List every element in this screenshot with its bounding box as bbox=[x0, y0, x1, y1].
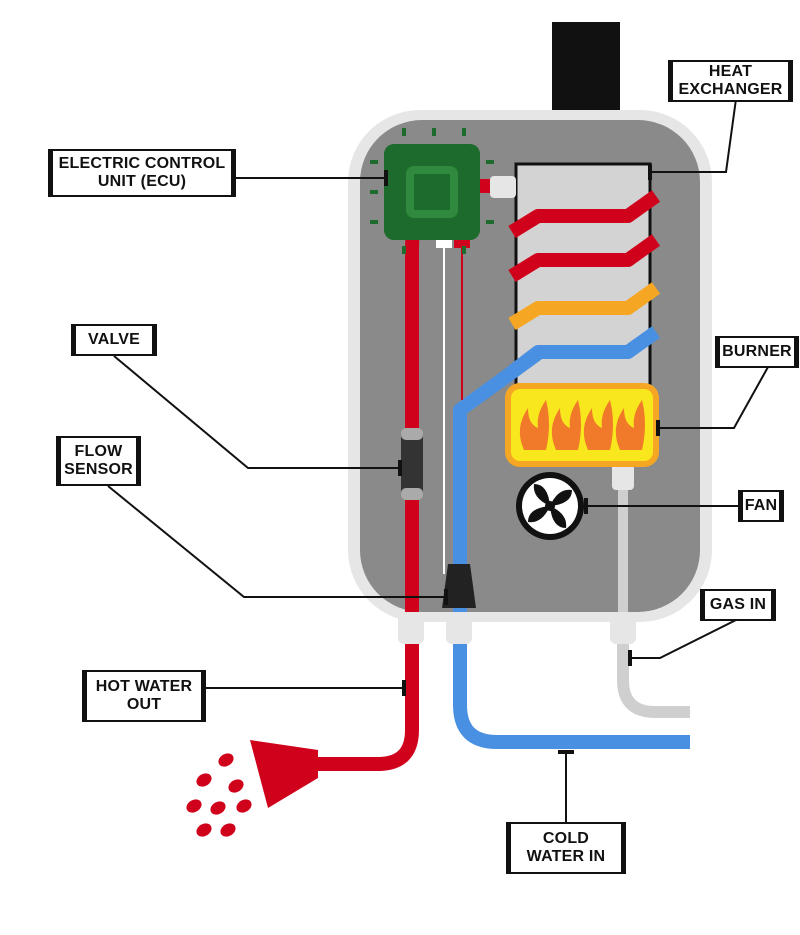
leader-heat-exchanger bbox=[650, 98, 737, 173]
hot-water-nozzle bbox=[250, 740, 318, 808]
label-heat-exchanger-line2: EXCHANGER bbox=[678, 81, 783, 98]
coil-warm bbox=[508, 282, 661, 330]
label-hot-water-out-line1: HOT WATER bbox=[95, 678, 193, 695]
valve-cap-bottom bbox=[401, 488, 423, 500]
fan-icon bbox=[516, 472, 584, 540]
label-gas-in-line1: GAS IN bbox=[709, 596, 767, 613]
cold-water-pipe-external bbox=[453, 644, 690, 749]
gas-fitting bbox=[612, 464, 634, 490]
coil-hot-1 bbox=[508, 190, 661, 238]
label-heat-exchanger: HEAT EXCHANGER bbox=[668, 60, 793, 102]
cold-water-pipe-internal bbox=[453, 346, 545, 612]
burner bbox=[505, 383, 659, 467]
label-valve-line1: VALVE bbox=[88, 331, 140, 348]
gas-inlet-fitting bbox=[610, 612, 636, 644]
valve bbox=[401, 428, 423, 500]
leader-burner bbox=[658, 366, 769, 429]
hot-water-pipe-external bbox=[298, 644, 419, 771]
label-cold-water-in: COLD WATER IN bbox=[506, 822, 626, 874]
leader-valve bbox=[113, 355, 400, 469]
label-burner-line1: BURNER bbox=[722, 343, 792, 360]
wire-connector-red bbox=[454, 240, 470, 248]
label-valve: VALVE bbox=[71, 324, 157, 356]
label-gas-in: GAS IN bbox=[700, 589, 776, 621]
label-burner: BURNER bbox=[715, 336, 799, 368]
label-cold-water-in-line1: COLD bbox=[542, 830, 590, 847]
valve-cap-top bbox=[401, 428, 423, 440]
label-flow-sensor-line1: FLOW bbox=[74, 443, 123, 460]
hot-outlet-fitting bbox=[398, 612, 424, 644]
label-flow-sensor-line2: SENSOR bbox=[64, 461, 133, 478]
label-ecu-line2: UNIT (ECU) bbox=[97, 173, 187, 190]
label-ecu-line1: ELECTRIC CONTROL bbox=[58, 155, 226, 172]
hot-pipe-fitting bbox=[490, 176, 516, 198]
leader-gas-in bbox=[630, 618, 739, 659]
hot-water-spray bbox=[186, 753, 252, 837]
gas-line-external bbox=[617, 644, 690, 718]
coil-hot-2 bbox=[508, 234, 661, 282]
label-hot-water-out: HOT WATER OUT bbox=[82, 670, 206, 722]
label-flow-sensor: FLOW SENSOR bbox=[56, 436, 141, 486]
label-heat-exchanger-line1: HEAT bbox=[708, 63, 753, 80]
cold-inlet-fitting bbox=[446, 612, 472, 644]
label-ecu: ELECTRIC CONTROL UNIT (ECU) bbox=[48, 149, 236, 197]
label-fan-line1: FAN bbox=[744, 497, 778, 514]
flow-sensor bbox=[442, 564, 476, 608]
label-fan: FAN bbox=[738, 490, 784, 522]
leader-flow-sensor bbox=[107, 485, 446, 598]
label-hot-water-out-line2: OUT bbox=[126, 696, 162, 713]
ecu-board bbox=[370, 128, 494, 254]
label-cold-water-in-line2: WATER IN bbox=[526, 848, 606, 865]
wire-connector-white bbox=[436, 240, 452, 248]
